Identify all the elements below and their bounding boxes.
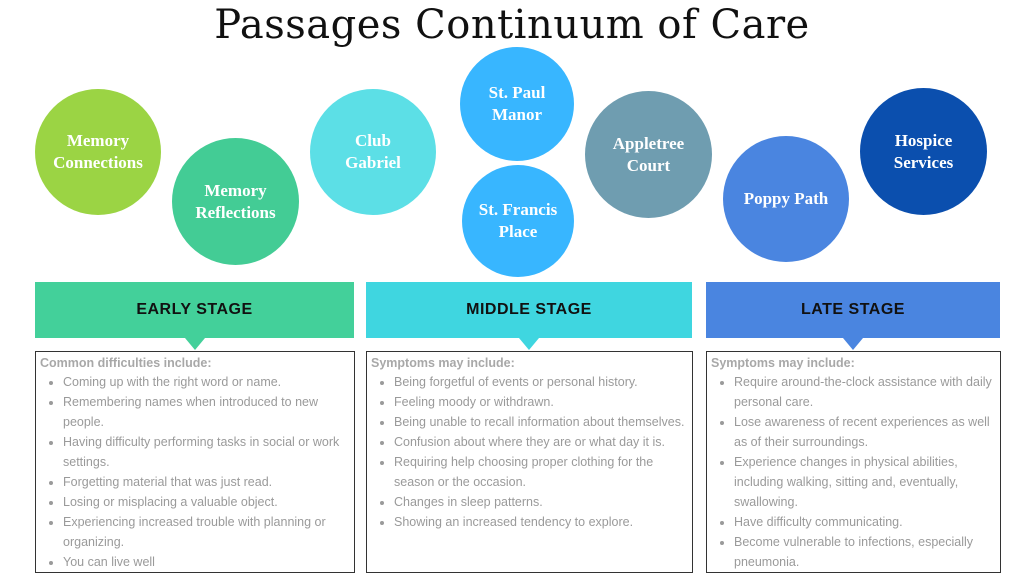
list-item: Being forgetful of events or personal hi… — [394, 372, 688, 392]
stage-header-late: LATE STAGE — [706, 282, 1000, 350]
details-heading: Common difficulties include: — [40, 356, 212, 370]
list-item: You can live well — [63, 552, 350, 572]
stage-label: EARLY STAGE — [136, 301, 253, 318]
program-memory-reflections: Memory Reflections — [172, 138, 299, 265]
program-st-paul-manor: St. Paul Manor — [460, 47, 574, 161]
program-appletree-court: Appletree Court — [585, 91, 712, 218]
list-item: Remembering names when introduced to new… — [63, 392, 350, 432]
page-title: Passages Continuum of Care — [214, 2, 810, 48]
program-memory-connections: Memory Connections — [35, 89, 161, 215]
list-item: Become vulnerable to infections, especia… — [734, 532, 996, 572]
list-item: Having difficulty performing tasks in so… — [63, 432, 350, 472]
symptom-list: Coming up with the right word or name. R… — [36, 372, 354, 572]
list-item: Being unable to recall information about… — [394, 412, 688, 432]
list-item: Showing an increased tendency to explore… — [394, 512, 688, 532]
early-stage-details: Common difficulties include: Coming up w… — [35, 351, 355, 573]
list-item: Losing or misplacing a valuable object. — [63, 492, 350, 512]
list-item: Experiencing increased trouble with plan… — [63, 512, 350, 552]
symptom-list: Being forgetful of events or personal hi… — [367, 372, 692, 532]
program-poppy-path: Poppy Path — [723, 136, 849, 262]
list-item: Requiring help choosing proper clothing … — [394, 452, 688, 492]
late-stage-details: Symptoms may include: Require around-the… — [706, 351, 1001, 573]
list-item: Have difficulty communicating. — [734, 512, 996, 532]
stage-header-middle: MIDDLE STAGE — [366, 282, 692, 350]
details-heading: Symptoms may include: — [371, 356, 515, 370]
stage-pointer — [519, 338, 539, 350]
list-item: Confusion about where they are or what d… — [394, 432, 688, 452]
list-item: Changes in sleep patterns. — [394, 492, 688, 512]
list-item: Require around-the-clock assistance with… — [734, 372, 996, 412]
program-club-gabriel: Club Gabriel — [310, 89, 436, 215]
details-heading: Symptoms may include: — [711, 356, 855, 370]
middle-stage-details: Symptoms may include: Being forgetful of… — [366, 351, 693, 573]
symptom-list: Require around-the-clock assistance with… — [707, 372, 1000, 572]
stage-pointer — [184, 338, 205, 350]
program-st-francis-place: St. Francis Place — [462, 165, 574, 277]
list-item: Feeling moody or withdrawn. — [394, 392, 688, 412]
stage-label: MIDDLE STAGE — [466, 301, 592, 318]
stage-header-early: EARLY STAGE — [35, 282, 354, 350]
list-item: Forgetting material that was just read. — [63, 472, 350, 492]
list-item: Coming up with the right word or name. — [63, 372, 350, 392]
list-item: Lose awareness of recent experiences as … — [734, 412, 996, 452]
stage-label: LATE STAGE — [801, 301, 905, 318]
list-item: Experience changes in physical abilities… — [734, 452, 996, 512]
program-hospice-services: Hospice Services — [860, 88, 987, 215]
stage-pointer — [843, 338, 863, 350]
